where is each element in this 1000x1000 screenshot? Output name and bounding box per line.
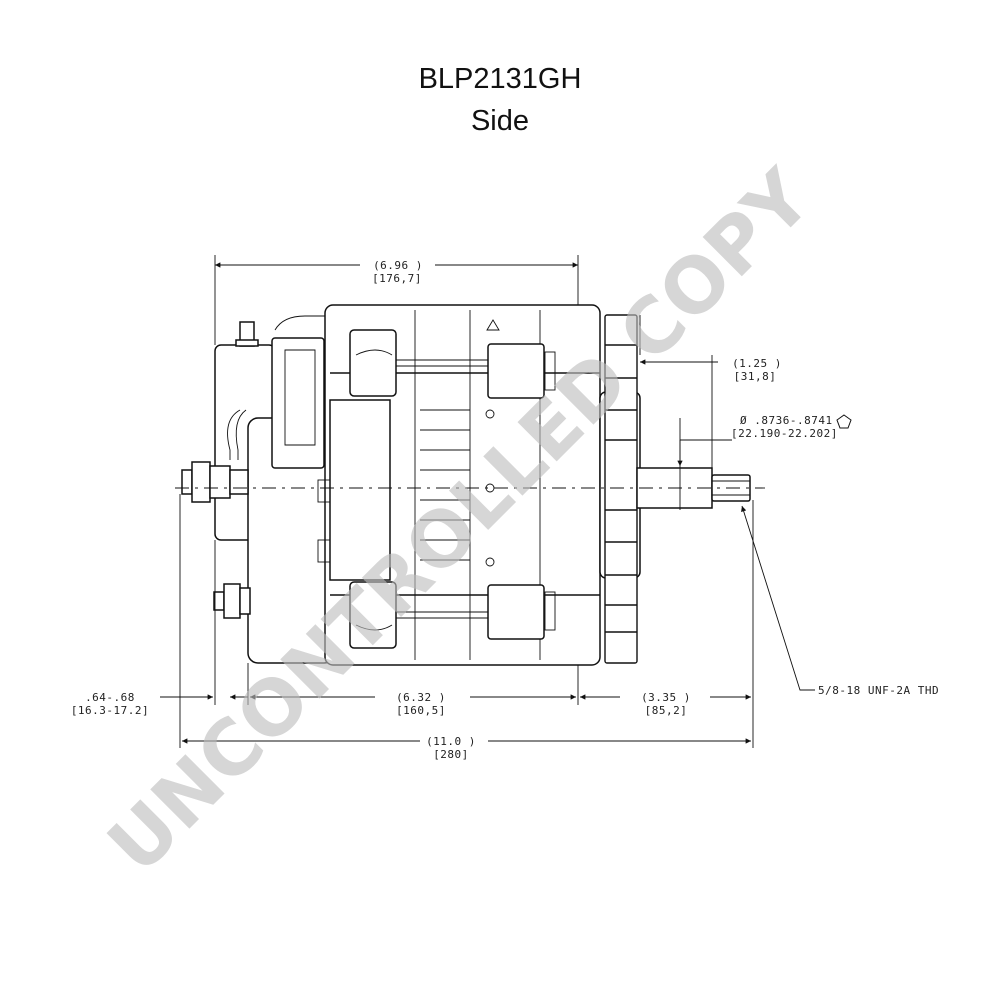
b-plus-terminal bbox=[181, 461, 249, 503]
dim-overall-length-in: (11.0 ) bbox=[426, 735, 476, 748]
dim-pulley-offset-mm: [31,8] bbox=[734, 370, 777, 383]
dim-shaft-diameter-mm: [22.190-22.202] bbox=[731, 427, 838, 440]
dim-shaft-length-mm: [85,2] bbox=[645, 704, 688, 717]
dim-body-length-in: (6.32 ) bbox=[396, 691, 446, 704]
dim-shaft-diameter-in: Ø .8736-.8741 bbox=[740, 414, 833, 427]
datum-pentagon-icon bbox=[836, 414, 852, 429]
dim-overall-length-mm: [280] bbox=[433, 748, 469, 761]
dimension-lines bbox=[160, 255, 815, 748]
dim-mount-left-in: .64-.68 bbox=[85, 691, 135, 704]
ground-terminal bbox=[213, 583, 251, 619]
dim-shaft-length-in: (3.35 ) bbox=[641, 691, 691, 704]
drawing-title: BLP2131GH bbox=[418, 63, 582, 95]
dim-mount-left-mm: [16.3-17.2] bbox=[71, 704, 149, 717]
dim-overall-top-in: (6.96 ) bbox=[373, 259, 423, 272]
drawing-subtitle: Side bbox=[470, 105, 530, 137]
uncontrolled-copy-watermark: UNCONTROLLED COPY bbox=[91, 152, 829, 890]
thread-callout: 5/8-18 UNF-2A THD bbox=[818, 684, 939, 697]
dim-body-length-mm: [160,5] bbox=[396, 704, 446, 717]
alternator-body bbox=[214, 304, 751, 666]
dim-overall-top-mm: [176,7] bbox=[372, 272, 422, 285]
dim-pulley-offset-in: (1.25 ) bbox=[732, 357, 782, 370]
